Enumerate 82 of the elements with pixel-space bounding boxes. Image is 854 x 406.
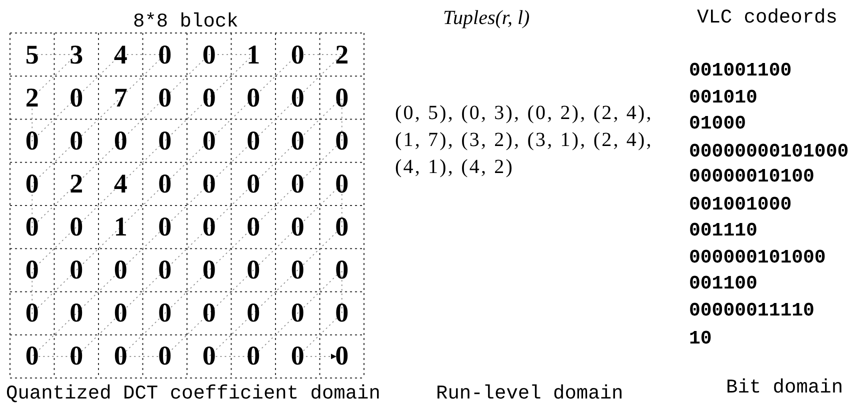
coefficient-value: 0 [290,214,304,241]
coefficient-value: 0 [202,300,216,327]
coefficient-value: 3 [70,41,84,68]
coefficient-value: 0 [290,127,304,154]
coefficient-value: 0 [202,84,216,112]
coefficient-value: 0 [202,256,216,284]
coefficient-value: 0 [25,300,39,327]
coefficient-value: 0 [335,170,349,198]
coefficient-value: 0 [246,342,260,370]
codeword: 001001000 [689,196,792,214]
coefficient-value: 0 [246,300,260,327]
coefficient-value: 1 [114,214,128,241]
coefficient-value: 0 [290,256,304,284]
coefficient-value: 0 [335,300,349,327]
coefficient-value: 0 [25,342,39,370]
coefficient-value: 0 [335,84,349,112]
codeword: 01000 [689,114,746,134]
coefficient-value: 0 [158,214,172,241]
coefficient-value: 0 [290,84,304,112]
coefficient-value: 0 [25,214,39,241]
coefficient-value: 0 [335,342,349,370]
coefficient-value: 0 [70,342,84,370]
coefficient-value: 0 [246,256,260,284]
coefficient-value: 0 [70,214,84,241]
codeword: 001001100 [689,62,792,80]
coefficient-value: 0 [158,127,172,154]
domain-caption: Bit domain [726,378,844,398]
codeword: 000000101000 [689,248,826,268]
column-heading: VLC codeords [697,8,838,28]
coefficient-value: 0 [114,342,128,370]
coefficient-value: 5 [25,41,39,68]
coefficient-value: 0 [70,127,84,154]
codeword: 10 [689,330,712,348]
coefficient-value: 0 [114,127,128,154]
coefficient-value: 2 [70,170,84,198]
codeword: 001110 [689,222,758,240]
coefficient-value: 2 [25,84,39,112]
coefficient-value: 0 [335,214,349,241]
grid-heading: 8*8 block [133,12,238,32]
domain-caption: Quantized DCT coefficient domain [6,384,380,404]
coefficient-value: 0 [202,214,216,241]
codeword: 001100 [689,274,758,294]
coefficient-value: 1 [246,41,260,68]
coefficient-value: 0 [202,342,216,370]
domain-caption: Run-level domain [436,384,624,404]
coefficient-value: 0 [25,127,39,154]
codeword: 00000011110 [689,302,814,320]
coefficient-value: 0 [290,41,304,68]
coefficient-value: 0 [158,300,172,327]
coefficient-value: 0 [70,84,84,112]
coefficient-value: 0 [290,170,304,198]
coefficient-value: 0 [335,256,349,284]
tuple-list: (0, 5), (0, 3), (0, 2), (2, 4), (1, 7), (3, 2), (3, 1), (2, 4), (4, 1), (4, 2) [395,100,657,181]
coefficient-value: 0 [202,170,216,198]
coefficient-value: 0 [158,342,172,370]
coefficient-value: 0 [70,256,84,284]
coefficient-value: 4 [114,170,128,198]
coefficient-value: 0 [25,170,39,198]
coefficient-value: 4 [114,41,128,68]
codeword: 00000000101000 [689,142,849,162]
coefficient-value: 0 [114,256,128,284]
coefficient-value: 0 [290,300,304,327]
coefficient-value: 0 [25,256,39,284]
codeword: 001010 [689,88,758,108]
codeword: 00000010100 [689,168,814,186]
coefficient-value: 0 [335,127,349,154]
coefficient-value: 0 [70,300,84,327]
coefficient-value: 0 [114,300,128,327]
coefficient-value: 7 [114,84,128,112]
coefficient-value: 0 [290,342,304,370]
coefficient-value: 0 [158,170,172,198]
coefficient-value: 0 [202,41,216,68]
coefficient-value: 0 [246,127,260,154]
coefficient-value: 2 [335,41,349,68]
coefficient-value: 0 [158,256,172,284]
coefficient-value: 0 [246,214,260,241]
coefficient-value: 0 [246,84,260,112]
coefficient-value: 0 [202,127,216,154]
coefficient-value: 0 [246,170,260,198]
coefficient-value: 0 [158,41,172,68]
column-heading: Tuples(r, l) [443,8,530,28]
coefficient-value: 0 [158,84,172,112]
